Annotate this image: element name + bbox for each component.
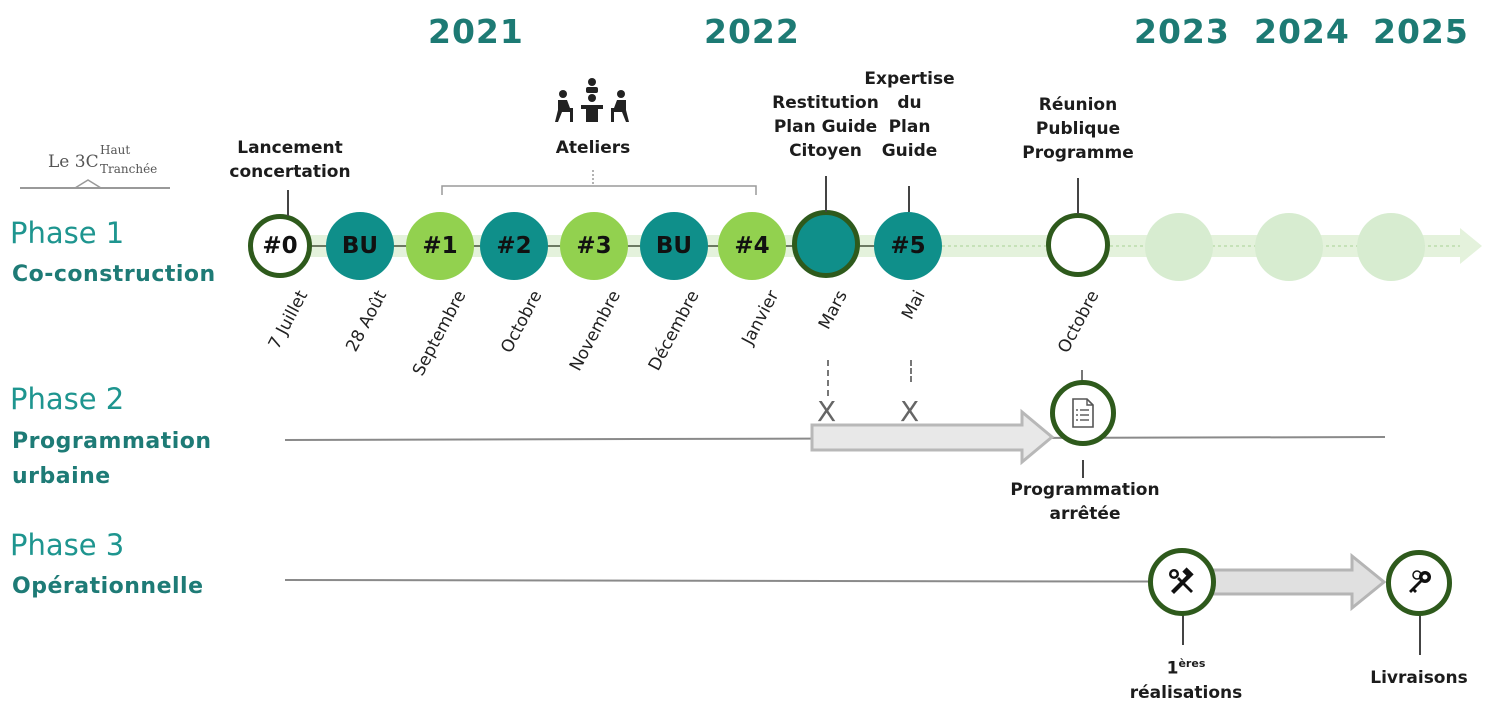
keys-icon (1409, 570, 1431, 593)
dash-mars (827, 360, 829, 396)
label-lancement-line1: Lancement (237, 138, 343, 158)
node-4: #4 (718, 212, 786, 280)
hammer-wrench-icon (1169, 567, 1194, 594)
phase3-title: Phase 3 (10, 528, 125, 562)
connector-programmation (1082, 460, 1084, 478)
phase2-title: Phase 2 (10, 382, 125, 416)
phase1-subtitle: Co-construction (12, 262, 216, 287)
year-2021: 2021 (428, 12, 524, 51)
label-restitution: Restitution Plan Guide Citoyen (748, 91, 903, 163)
year-2025: 2025 (1373, 12, 1469, 51)
phase2-subtitle-line1: Programmation (12, 429, 212, 454)
label-lancement: Lancement concertation (210, 136, 370, 184)
label-programmation-line1: Programmation (1010, 480, 1160, 500)
label-restitution-line3: Citoyen (789, 141, 862, 161)
future-node-2025 (1357, 213, 1425, 281)
label-reunion: Réunion Publique Programme (1008, 93, 1148, 165)
meeting-people-icon (553, 76, 631, 128)
label-expertise-line2: du (897, 93, 922, 113)
node-bu-decembre: BU (640, 212, 708, 280)
label-restitution-line1: Restitution (772, 93, 879, 113)
x-mark-mars: X (817, 395, 837, 428)
label-expertise-line3: Plan (888, 117, 931, 137)
label-reunion-line2: Publique (1035, 119, 1121, 139)
phase1-title: Phase 1 (10, 216, 125, 250)
label-expertise-line4: Guide (881, 141, 938, 161)
node-3: #3 (560, 212, 628, 280)
label-expertise: Expertise du Plan Guide (852, 67, 967, 163)
year-2024: 2024 (1254, 12, 1350, 51)
future-node-2023 (1145, 213, 1213, 281)
label-reunion-line3: Programme (1022, 143, 1134, 163)
node-0: #0 (248, 214, 312, 278)
node-livraisons (1386, 550, 1452, 616)
node-programmation (1050, 380, 1116, 446)
logo-top: Haut (100, 143, 131, 157)
label-livraisons: Livraisons (1370, 668, 1468, 688)
label-realisations-line2: réalisations (1129, 682, 1243, 703)
node-restitution (792, 210, 860, 278)
label-restitution-line2: Plan Guide (773, 117, 878, 137)
dash-mai (910, 360, 912, 382)
dash-octobre (1081, 370, 1083, 382)
connector-expertise (908, 186, 910, 212)
logo-prefix: Le 3C (48, 152, 99, 172)
label-realisations: 1ères réalisations (1116, 652, 1256, 705)
document-checklist-icon (1072, 398, 1094, 428)
label-ateliers: Ateliers (555, 138, 631, 158)
logo-bottom: Tranchée (100, 162, 158, 176)
node-5: #5 (874, 212, 942, 280)
logo: Le 3C Haut Tranchée (20, 138, 175, 198)
connector-reunion (1077, 178, 1079, 214)
node-2: #2 (480, 212, 548, 280)
future-node-2024 (1255, 213, 1323, 281)
label-programmation: Programmation arrêtée (1000, 478, 1170, 526)
phase2-subtitle-line2: urbaine (12, 464, 111, 489)
node-reunion (1046, 213, 1110, 277)
label-programmation-line2: arrêtée (1049, 504, 1121, 524)
year-2022: 2022 (704, 12, 800, 51)
label-reunion-line1: Réunion (1038, 95, 1118, 115)
label-expertise-line1: Expertise (864, 69, 955, 89)
label-realisations-sup: ères (1178, 657, 1206, 670)
phase3-subtitle: Opérationnelle (12, 574, 204, 599)
connector-restitution (825, 176, 827, 212)
year-2023: 2023 (1134, 12, 1230, 51)
connector-livraisons (1419, 615, 1421, 655)
label-realisations-line1: 1ères (1116, 652, 1256, 681)
node-bu-aout: BU (326, 212, 394, 280)
label-realisations-number: 1 (1166, 658, 1179, 679)
node-1: #1 (406, 212, 474, 280)
x-mark-mai: X (900, 395, 920, 428)
logo-roof-icon (20, 179, 170, 189)
connector-realisations (1182, 615, 1184, 645)
connector-lancement (287, 190, 289, 216)
label-lancement-line2: concertation (229, 162, 351, 182)
node-realisations (1148, 548, 1216, 616)
